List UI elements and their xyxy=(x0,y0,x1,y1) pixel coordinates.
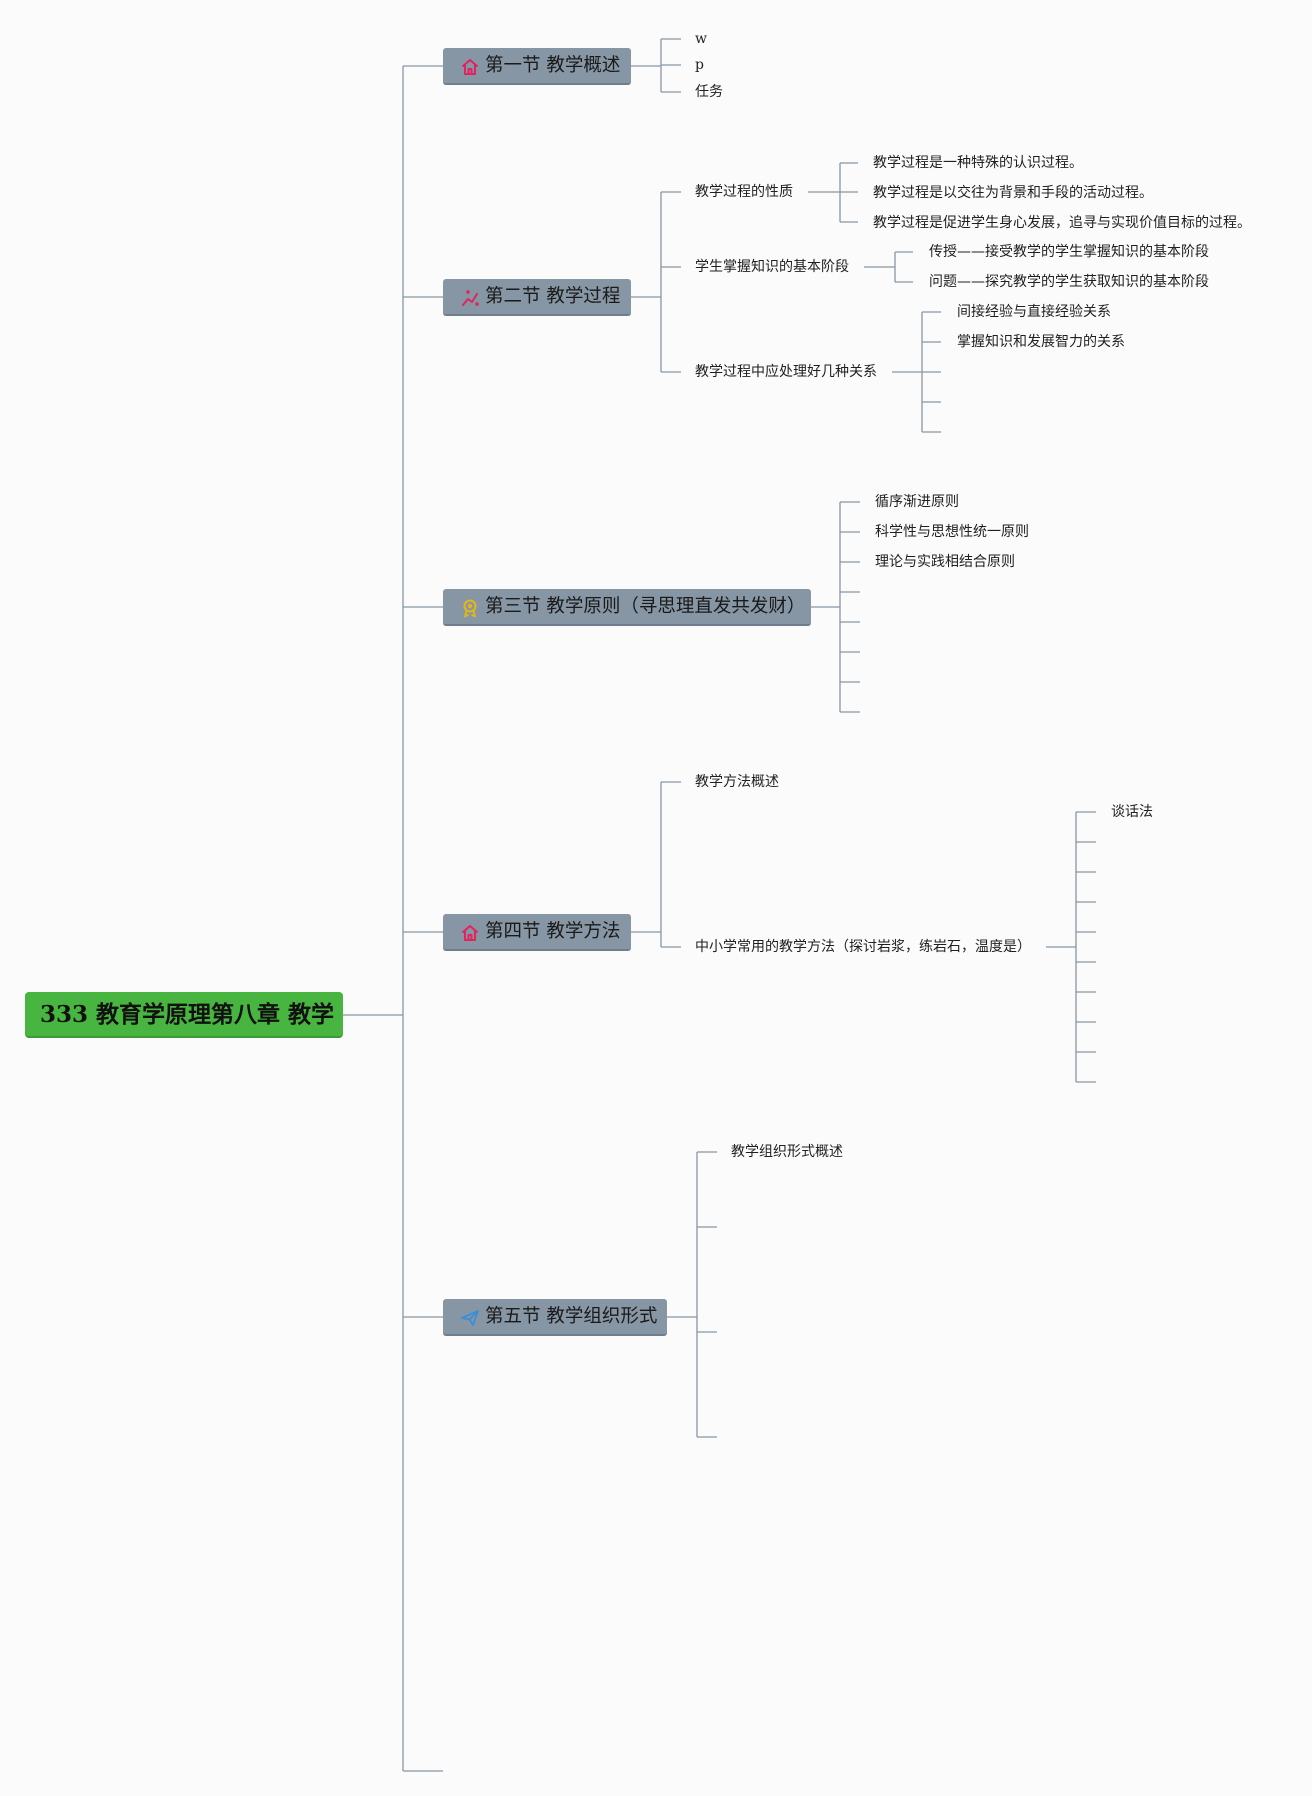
s4-topic-overview[interactable]: 教学方法概述 xyxy=(695,774,779,790)
s2-stage-item-2[interactable]: 问题——探究教学的学生获取知识的基本阶段 xyxy=(929,274,1209,290)
home-icon xyxy=(461,925,479,941)
s4-topic-common-methods[interactable]: 中小学常用的教学方法（探讨岩浆，练岩石，温度是） xyxy=(695,939,1031,955)
s4-method-1[interactable]: 谈话法 xyxy=(1111,804,1153,820)
s3-principle-2[interactable]: 科学性与思想性统一原则 xyxy=(875,524,1029,540)
section-1-node[interactable]: 第一节 教学概述 xyxy=(443,48,631,85)
s2-nature-item-1[interactable]: 教学过程是一种特殊的认识过程。 xyxy=(873,155,1083,171)
section-4-title: 第四节 教学方法 xyxy=(485,921,621,942)
paper-plane-icon xyxy=(461,1310,479,1326)
s3-principle-3[interactable]: 理论与实践相结合原则 xyxy=(875,554,1015,570)
section-3-node[interactable]: 第三节 教学原则（寻思理直发共发财） xyxy=(443,589,811,626)
s1-child-w[interactable]: w xyxy=(695,31,707,47)
section-3-title: 第三节 教学原则（寻思理直发共发财） xyxy=(485,596,806,617)
s2-stage-item-1[interactable]: 传授——接受教学的学生掌握知识的基本阶段 xyxy=(929,244,1209,260)
s1-child-tasks[interactable]: 任务 xyxy=(695,84,723,100)
s2-relation-item-2[interactable]: 掌握知识和发展智力的关系 xyxy=(957,334,1125,350)
s2-topic-nature[interactable]: 教学过程的性质 xyxy=(695,184,793,200)
s2-topic-relations[interactable]: 教学过程中应处理好几种关系 xyxy=(695,364,877,380)
chart-icon xyxy=(462,290,479,306)
section-5-title: 第五节 教学组织形式 xyxy=(485,1306,658,1327)
section-2-node[interactable]: 第二节 教学过程 xyxy=(443,279,631,316)
root-node[interactable]: 333 教育学原理第八章 教学 xyxy=(25,992,343,1038)
home-icon xyxy=(461,59,479,75)
s2-nature-item-2[interactable]: 教学过程是以交往为背景和手段的活动过程。 xyxy=(873,185,1153,201)
section-5-node[interactable]: 第五节 教学组织形式 xyxy=(443,1299,667,1336)
s3-principle-1[interactable]: 循序渐进原则 xyxy=(875,494,959,510)
section-1-title: 第一节 教学概述 xyxy=(485,55,621,76)
s2-topic-stages[interactable]: 学生掌握知识的基本阶段 xyxy=(695,259,849,275)
medal-icon xyxy=(463,599,477,618)
s2-nature-item-3[interactable]: 教学过程是促进学生身心发展，追寻与实现价值目标的过程。 xyxy=(873,215,1251,231)
s5-topic-overview[interactable]: 教学组织形式概述 xyxy=(731,1144,843,1160)
s2-relation-item-1[interactable]: 间接经验与直接经验关系 xyxy=(957,304,1111,320)
section-2-title: 第二节 教学过程 xyxy=(485,286,621,307)
s1-child-p[interactable]: p xyxy=(695,57,704,73)
section-4-node[interactable]: 第四节 教学方法 xyxy=(443,914,631,951)
